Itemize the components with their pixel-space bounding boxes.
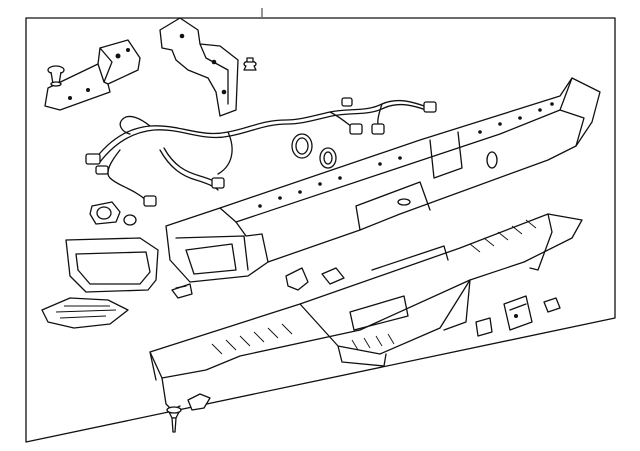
rear-bumper-face-bar bbox=[165, 77, 601, 283]
push-pin-fastener bbox=[47, 65, 65, 87]
diagram-frame bbox=[25, 17, 616, 443]
bumper-bolt bbox=[166, 406, 182, 433]
reflector-bezel bbox=[65, 237, 159, 293]
parking-sensor bbox=[89, 201, 137, 226]
grommet-large bbox=[291, 133, 313, 159]
grille-insert bbox=[41, 297, 129, 329]
bracket-bolt bbox=[243, 57, 257, 71]
wiring-harness bbox=[85, 97, 437, 207]
retainer-clip-4 bbox=[187, 393, 211, 411]
upper-mounting-bracket bbox=[159, 17, 239, 117]
left-mounting-bracket bbox=[44, 39, 141, 111]
step-pad-ribs bbox=[211, 219, 537, 355]
step-pad bbox=[149, 213, 583, 411]
retainer-clip-3 bbox=[321, 267, 345, 285]
lamp-socket bbox=[543, 297, 561, 313]
spacer-block bbox=[475, 317, 493, 337]
retainer-clip-1 bbox=[171, 283, 193, 299]
sensor-module bbox=[503, 295, 533, 331]
retainer-clip-2 bbox=[285, 267, 309, 291]
grommet-small bbox=[319, 147, 337, 169]
